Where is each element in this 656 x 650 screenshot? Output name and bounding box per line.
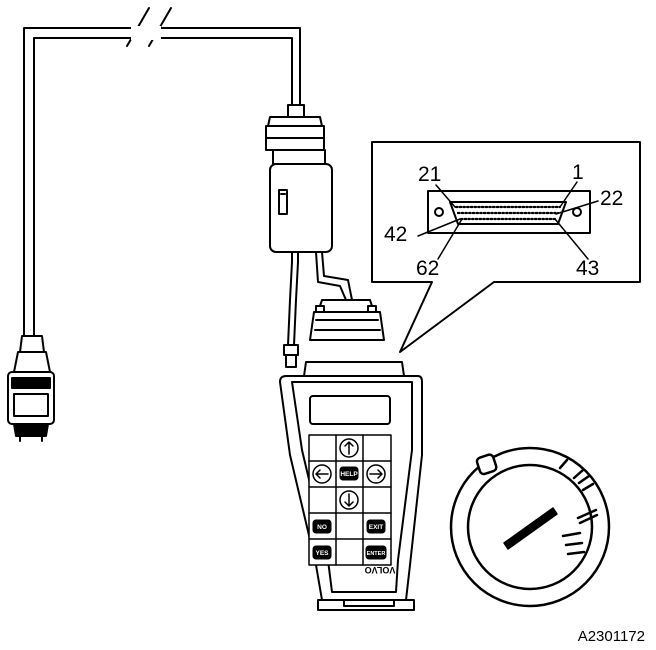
pin-leader-lines — [417, 181, 599, 260]
diagnostic-cable — [23, 27, 301, 337]
pin-label-62: 62 — [416, 257, 439, 280]
exit-button-label: EXIT — [369, 524, 383, 531]
help-button — [339, 466, 359, 481]
enter-button-label: ENTER — [367, 551, 386, 557]
exit-button — [366, 519, 386, 534]
pin-label-21: 21 — [418, 163, 441, 186]
no-button — [312, 519, 332, 534]
figure-reference-number: A2301172 — [578, 628, 645, 645]
adapter-cable — [287, 251, 353, 346]
loose-connector — [309, 299, 385, 341]
yes-button — [312, 545, 332, 560]
pin-label-43: 43 — [576, 257, 599, 280]
adapter-unit — [265, 104, 333, 253]
ignition-lock — [449, 446, 611, 608]
no-button-label: NO — [317, 524, 327, 531]
help-button-label: HELP — [340, 471, 358, 478]
arrow-left-icon — [312, 464, 332, 484]
enter-button — [365, 545, 387, 560]
arrow-right-icon — [366, 464, 386, 484]
tester-brand-logo: VOLVO — [365, 565, 396, 575]
pin-label-22: 22 — [600, 187, 623, 210]
callout-frame — [371, 141, 641, 353]
arrow-up-icon — [339, 438, 359, 458]
arrow-down-icon — [339, 490, 359, 510]
connector-pin-rows — [454, 205, 562, 221]
pin-label-42: 42 — [384, 223, 407, 246]
vehicle-diagnostic-plug — [7, 335, 55, 442]
pin-label-1: 1 — [572, 161, 584, 184]
yes-button-label: YES — [315, 550, 329, 557]
